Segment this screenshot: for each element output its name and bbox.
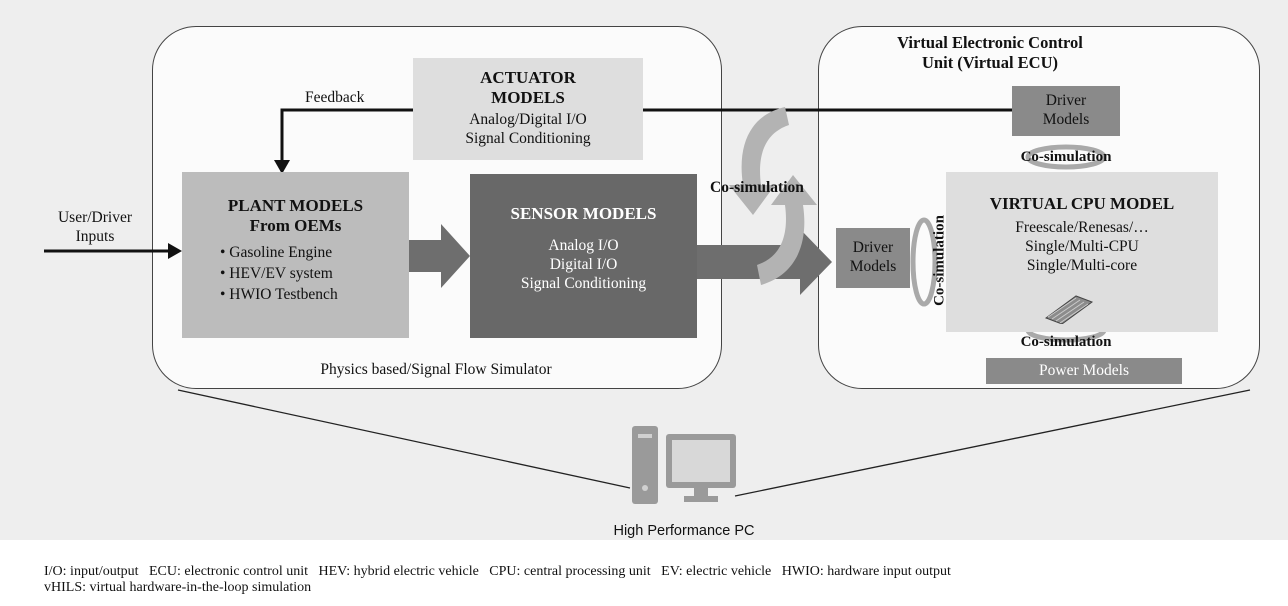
driver-top-line2: Models	[1042, 111, 1090, 128]
co-simulation-cycle-icon	[729, 107, 817, 285]
actuator-title-line2: MODELS	[491, 88, 565, 107]
chip-icon	[1044, 295, 1094, 324]
feedback-arrowhead	[274, 160, 290, 174]
top-cosim-ring	[1025, 144, 1107, 170]
plant-to-sensor-arrow	[409, 224, 470, 288]
plant-item: • Gasoline Engine	[220, 244, 333, 261]
center-cosim-label: Co-simulation	[710, 179, 804, 196]
sensor-line2: Digital I/O	[549, 256, 618, 273]
plant-title-line2: From OEMs	[249, 216, 342, 235]
sensor-models-box: SENSOR MODELS Analog I/O Digital I/O Sig…	[470, 174, 697, 338]
virtual-ecu-title-line1: Virtual Electronic Control	[897, 33, 1083, 52]
sensor-title: SENSOR MODELS	[510, 204, 657, 223]
virtual-ecu-title: Virtual Electronic Control Unit (Virtual…	[840, 33, 1140, 73]
vertical-cosim-ring	[910, 217, 938, 307]
cpu-title: VIRTUAL CPU MODEL	[989, 194, 1175, 213]
inputs-label-line1: User/Driver	[57, 209, 133, 226]
plant-item: • HEV/EV system	[220, 265, 333, 282]
pc-icon	[632, 426, 736, 504]
abbreviation-legend: I/O: input/output ECU: electronic contro…	[44, 564, 951, 596]
power-models-box: Power Models	[986, 358, 1182, 384]
pc-label: High Performance PC	[613, 523, 755, 539]
left-pc-line	[177, 389, 631, 489]
cycle-arrow-up	[757, 175, 817, 285]
actuator-line2: Signal Conditioning	[465, 130, 591, 147]
left-group-caption: Physics based/Signal Flow Simulator	[320, 361, 552, 378]
sensor-line1: Analog I/O	[548, 237, 619, 254]
plant-item: • HWIO Testbench	[220, 286, 338, 303]
driver-top-line1: Driver	[1045, 92, 1087, 109]
legend-line1: I/O: input/output ECU: electronic contro…	[44, 564, 951, 579]
driver-models-left: Driver Models	[836, 228, 910, 288]
cycle-arrow-down	[729, 107, 789, 215]
cpu-line1: Freescale/Renesas/…	[1015, 219, 1149, 236]
actuator-title-line1: ACTUATOR	[480, 68, 576, 87]
actuator-line1: Analog/Digital I/O	[469, 111, 587, 128]
top-cosim-label: Co-simulation	[1020, 149, 1112, 165]
actuator-models-box: ACTUATOR MODELS Analog/Digital I/O Signa…	[413, 58, 643, 160]
driver-left-line1: Driver	[852, 239, 894, 256]
plant-title-line1: PLANT MODELS	[227, 196, 364, 215]
cpu-line2: Single/Multi-CPU	[1025, 238, 1139, 255]
cpu-line3: Single/Multi-core	[1026, 257, 1138, 274]
pc-tower	[632, 426, 658, 504]
feedback-label: Feedback	[305, 89, 365, 106]
legend-line2: vHILS: virtual hardware-in-the-loop simu…	[44, 580, 312, 595]
user-driver-inputs-label: User/Driver Inputs	[40, 208, 150, 246]
vertical-cosim-label: Co-simulation	[931, 215, 948, 306]
user-input-arrowhead	[168, 243, 182, 259]
plant-models-box: PLANT MODELS From OEMs • Gasoline Engine…	[182, 172, 409, 338]
driver-left-line2: Models	[849, 258, 897, 275]
inputs-label-line2: Inputs	[75, 228, 115, 245]
bottom-cosim-label: Co-simulation	[1020, 334, 1112, 350]
feedback-line	[280, 108, 413, 166]
sensor-line3: Signal Conditioning	[520, 275, 647, 292]
right-pc-line	[734, 389, 1251, 497]
driver-models-top: Driver Models	[1012, 86, 1120, 136]
plant-items-list: • Gasoline Engine • HEV/EV system • HWIO…	[220, 242, 409, 305]
virtual-ecu-title-line2: Unit (Virtual ECU)	[922, 53, 1058, 72]
